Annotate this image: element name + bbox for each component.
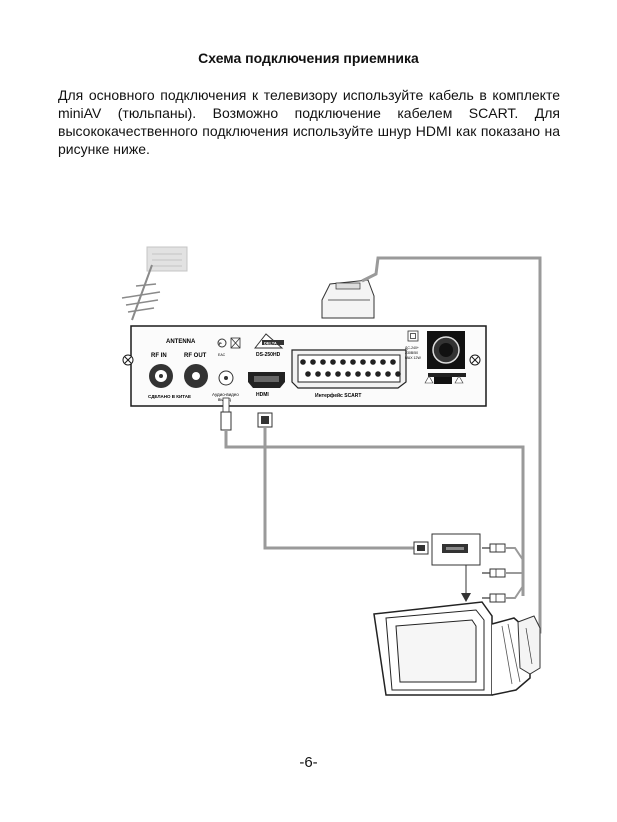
tv-set xyxy=(373,601,531,696)
power-label-1: ДС-240+ xyxy=(405,346,419,350)
warning-icon-2 xyxy=(454,375,464,384)
scart-pin xyxy=(355,371,361,377)
receiver-back-panel: ANTENNA RF IN RF OUT СДЕЛАНО В КИТАЕ Ауд… xyxy=(122,325,487,407)
scart-pin xyxy=(340,359,346,365)
scart-pin xyxy=(305,371,311,377)
svg-text:DELTA: DELTA xyxy=(264,340,277,345)
brand-logo-icon: DELTA xyxy=(253,333,284,349)
av-label-line1: Аудио-видео xyxy=(212,392,239,397)
scart-pins xyxy=(300,359,401,377)
page-number: -6- xyxy=(299,754,318,771)
scart-pin xyxy=(310,359,316,365)
scart-pin xyxy=(375,371,381,377)
power-label-2: 230В/50 xyxy=(405,351,418,355)
rca-plug-icon xyxy=(482,543,506,553)
rf-out-label: RF OUT xyxy=(184,353,207,359)
scart-pin xyxy=(365,371,371,377)
tv-connector-panel xyxy=(431,533,481,602)
scart-pin xyxy=(300,359,306,365)
scart-pin xyxy=(360,359,366,365)
scart-pin xyxy=(325,371,331,377)
hdmi-cable xyxy=(257,412,429,555)
scart-pin xyxy=(390,359,396,365)
scart-plug-tv xyxy=(517,615,541,675)
antenna-label: ANTENNA xyxy=(166,339,196,345)
rca-plug-icon xyxy=(482,568,506,578)
scart-pin xyxy=(385,371,391,377)
scart-pin xyxy=(395,371,401,377)
scart-pin xyxy=(330,359,336,365)
intro-paragraph: Для основного подключения к телевизору и… xyxy=(58,87,560,157)
scart-pin xyxy=(380,359,386,365)
scart-label: Интерфейс SCART xyxy=(315,392,361,399)
page-title: Схема подключения приемника xyxy=(198,50,419,66)
scart-plug-top xyxy=(321,279,375,319)
rca-plugs xyxy=(482,543,506,603)
hdmi-label: HDMI xyxy=(256,392,269,398)
recycle-bin-icon xyxy=(230,337,241,349)
made-in-label: СДЕЛАНО В КИТАЕ xyxy=(148,394,191,399)
eac-label: EAC xyxy=(218,353,226,357)
av-cable xyxy=(220,397,525,596)
power-label-3: МАХ 12W xyxy=(405,356,421,360)
scart-port xyxy=(291,349,407,389)
model-label: DS-250HD xyxy=(256,352,281,358)
rca-cable-bundle xyxy=(505,547,524,599)
double-insulation-icon xyxy=(407,330,419,342)
scart-pin xyxy=(350,359,356,365)
warning-icon xyxy=(424,375,434,384)
scart-cable xyxy=(361,256,542,634)
scart-pin xyxy=(320,359,326,365)
hdmi-port xyxy=(248,372,285,388)
scart-pin xyxy=(315,371,321,377)
scart-pin xyxy=(345,371,351,377)
scart-pin xyxy=(370,359,376,365)
rca-plug-icon xyxy=(482,593,506,603)
rf-in-label: RF IN xyxy=(151,353,167,359)
scart-pin xyxy=(335,371,341,377)
svg-text:Р: Р xyxy=(219,341,222,346)
antenna-icon xyxy=(121,246,188,321)
